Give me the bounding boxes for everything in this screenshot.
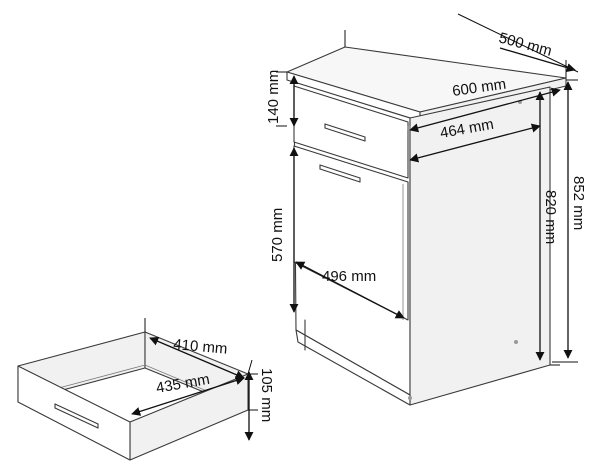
label-door-width: 496 mm (322, 268, 376, 285)
screw-dot (408, 396, 412, 400)
dim-line-width (409, 87, 561, 133)
label-drawer-front-height: 140 mm (265, 70, 282, 124)
label-door-height: 570 mm (269, 208, 286, 262)
drawer-handle (324, 123, 366, 142)
cabinet-drawing (286, 46, 567, 406)
label-drawer-height: 105 mm (258, 368, 275, 422)
drawer-front-handle (54, 403, 99, 429)
label-total-height: 852 mm (570, 176, 587, 230)
cabinet-plinth (295, 329, 411, 406)
dimension-lines (131, 13, 579, 441)
dim-line-drawer-depth (149, 337, 245, 379)
dim-line-drawer-width (131, 376, 245, 416)
dim-line-inner-width (409, 123, 541, 163)
dim-line-door-width (295, 261, 405, 319)
label-drawer-depth: 410 mm (173, 336, 228, 358)
screw-dot (514, 340, 518, 344)
door-handle (319, 164, 361, 183)
label-cabinet-height: 820 mm (542, 190, 559, 244)
